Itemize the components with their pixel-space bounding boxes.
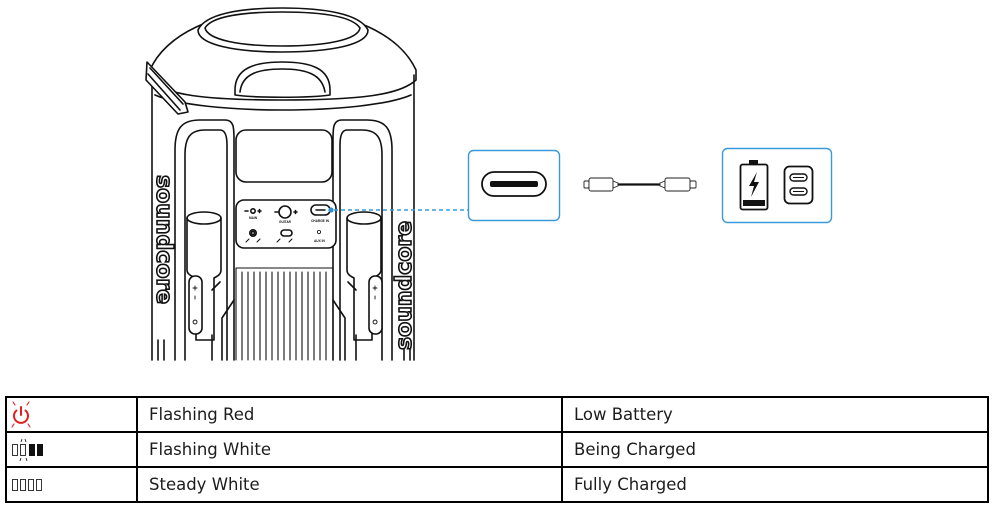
- usb-c-port-callout: [467, 149, 561, 222]
- battery-bars-steady-icon: [12, 478, 42, 491]
- table-row: Flashing Red Low Battery: [5, 396, 989, 433]
- charging-illustration: soundcore soundcore MAIN GUITAR CHARGE I…: [145, 7, 833, 361]
- led-indicator-cell: [5, 431, 138, 468]
- led-state-cell: Flashing Red: [136, 396, 563, 433]
- label-charge-in: CHARGE IN: [311, 219, 330, 223]
- label-aux-in: AUX IN: [314, 239, 326, 243]
- led-state-cell: Flashing White: [136, 431, 563, 468]
- led-status-table: Flashing Red Low Battery: [5, 396, 989, 503]
- usb-c-cable-icon: [583, 177, 697, 192]
- speaker-charging-diagram: soundcore soundcore MAIN GUITAR CHARGE I…: [145, 7, 833, 361]
- battery-status-cell: Low Battery: [561, 396, 989, 433]
- battery-status-cell: Being Charged: [561, 431, 989, 468]
- led-indicator-cell: [5, 396, 138, 433]
- table-row: Steady White Fully Charged: [5, 466, 989, 503]
- speaker-grille: [235, 267, 334, 361]
- power-flashing-red-icon: [11, 400, 31, 428]
- battery-bars-flashing-icon: [12, 438, 43, 461]
- battery-charging-icon: [739, 160, 769, 211]
- led-indicator-cell: [5, 466, 138, 503]
- microphone-left: [186, 211, 222, 361]
- label-guitar: GUITAR: [279, 220, 292, 224]
- microphone-right: [346, 211, 383, 361]
- charger-callout: [721, 147, 833, 224]
- battery-status-cell: Fully Charged: [561, 466, 989, 503]
- callout-leader-line: [328, 207, 469, 213]
- label-main: MAIN: [249, 216, 258, 220]
- table-row: Flashing White Being Charged: [5, 431, 989, 468]
- brand-logo-right: soundcore: [392, 221, 417, 350]
- party-speaker-drawing: [145, 7, 417, 361]
- led-state-cell: Steady White: [136, 466, 563, 503]
- brand-logo-left: soundcore: [151, 175, 176, 304]
- dual-usb-c-charger-icon: [783, 165, 814, 205]
- usb-c-port-icon: [481, 171, 547, 197]
